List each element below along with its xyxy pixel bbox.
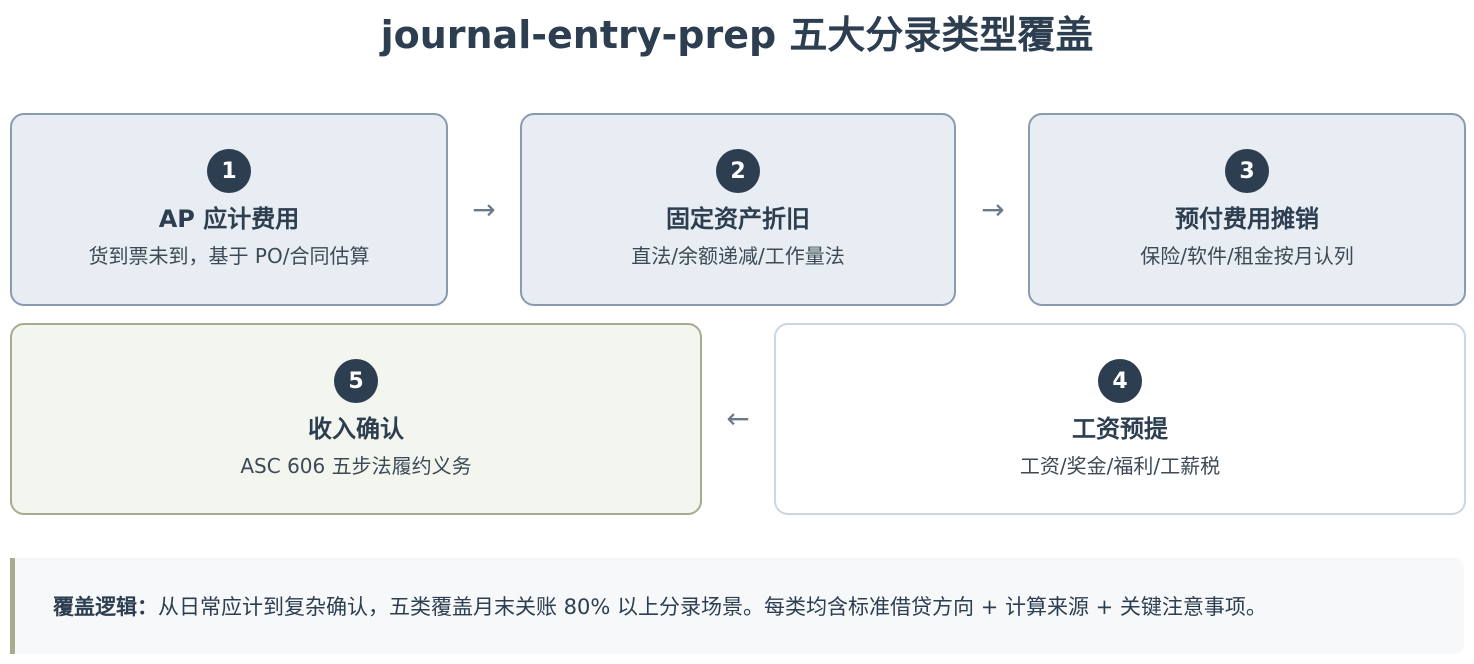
step-badge-3: 3 [1225,149,1269,193]
step-badge-1: 1 [207,149,251,193]
arrow-right-icon: → [981,193,1005,226]
card-fixed-asset-depreciation: 2 固定资产折旧 直法/余额递减/工作量法 [520,113,956,306]
card-ap-accrual: 1 AP 应计费用 货到票未到，基于 PO/合同估算 [10,113,448,306]
card-payroll-accrual: 4 工资预提 工资/奖金/福利/工薪税 [774,323,1466,515]
arrow-right-icon: → [472,193,496,226]
logic-text: 从日常应计到复杂确认，五类覆盖月末关账 80% 以上分录场景。每类均含标准借贷方… [158,595,1267,619]
card-revenue-recognition: 5 收入确认 ASC 606 五步法履约义务 [10,323,702,515]
card-desc: ASC 606 五步法履约义务 [240,454,472,478]
card-desc: 直法/余额递减/工作量法 [631,244,845,268]
step-badge-5: 5 [334,359,378,403]
card-prepaid-amortization: 3 预付费用摊销 保险/软件/租金按月认列 [1028,113,1466,306]
card-desc: 货到票未到，基于 PO/合同估算 [88,244,370,268]
card-desc: 工资/奖金/福利/工薪税 [1019,454,1221,478]
card-title: 工资预提 [1072,415,1168,443]
card-desc: 保险/软件/租金按月认列 [1140,244,1354,268]
step-badge-2: 2 [716,149,760,193]
logic-label: 覆盖逻辑： [53,595,158,619]
card-title: AP 应计费用 [158,205,300,233]
card-title: 预付费用摊销 [1175,205,1319,233]
page-title: journal-entry-prep 五大分录类型覆盖 [380,13,1094,57]
arrow-left-icon: ← [726,402,750,435]
coverage-logic-note: 覆盖逻辑： 从日常应计到复杂确认，五类覆盖月末关账 80% 以上分录场景。每类均… [10,558,1464,654]
step-badge-4: 4 [1098,359,1142,403]
card-title: 固定资产折旧 [666,205,810,233]
card-title: 收入确认 [308,415,404,443]
